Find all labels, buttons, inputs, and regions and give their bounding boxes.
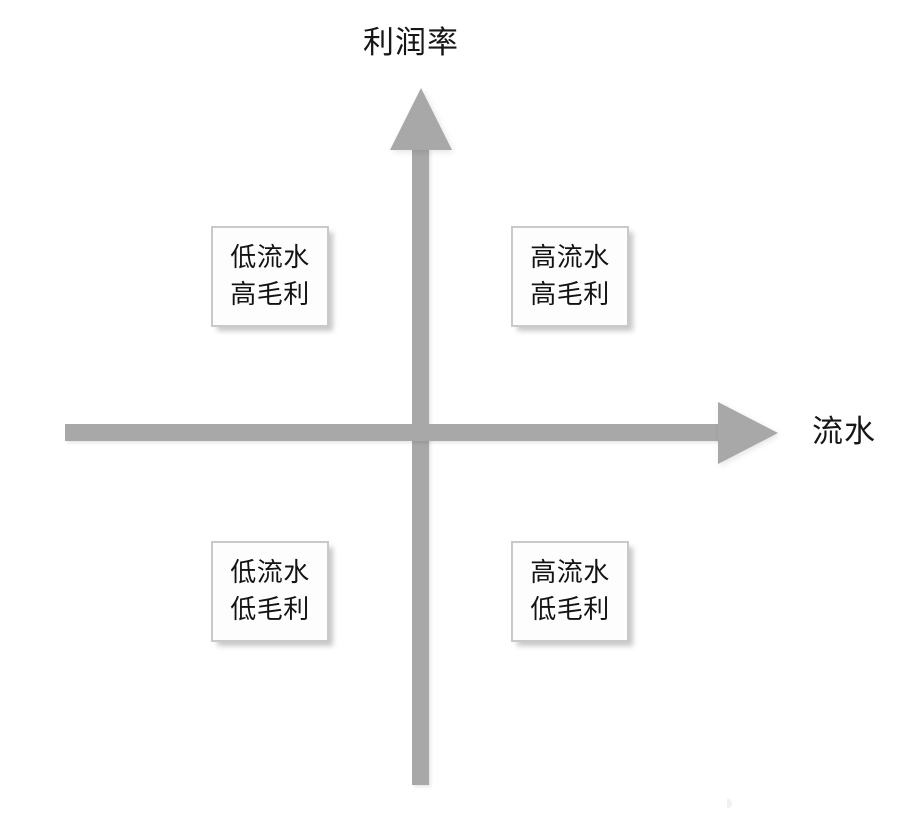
x-axis-line xyxy=(65,424,725,441)
quadrant-label-line1: 高流水 xyxy=(530,242,610,273)
quadrant-box-top-right: 高流水 高毛利 xyxy=(511,226,629,327)
quadrant-label-line1: 高流水 xyxy=(530,557,610,588)
y-axis-label: 利润率 xyxy=(363,25,459,61)
quadrant-label-line1: 低流水 xyxy=(230,242,310,273)
watermark-icon: ◗ xyxy=(726,796,733,811)
quadrant-box-top-left: 低流水 高毛利 xyxy=(211,226,329,327)
quadrant-label-line2: 高毛利 xyxy=(530,279,610,310)
quadrant-box-bottom-left: 低流水 低毛利 xyxy=(211,541,329,642)
quadrant-box-bottom-right: 高流水 低毛利 xyxy=(511,541,629,642)
quadrant-label-line2: 低毛利 xyxy=(530,594,610,625)
watermark: ◗ xyxy=(726,797,738,810)
x-axis-label: 流水 xyxy=(812,414,876,450)
quadrant-label-line1: 低流水 xyxy=(230,557,310,588)
quadrant-label-line2: 高毛利 xyxy=(230,279,310,310)
quadrant-label-line2: 低毛利 xyxy=(230,594,310,625)
arrow-up-icon xyxy=(390,88,452,150)
arrow-right-icon xyxy=(718,402,778,464)
y-axis-line xyxy=(412,148,429,785)
